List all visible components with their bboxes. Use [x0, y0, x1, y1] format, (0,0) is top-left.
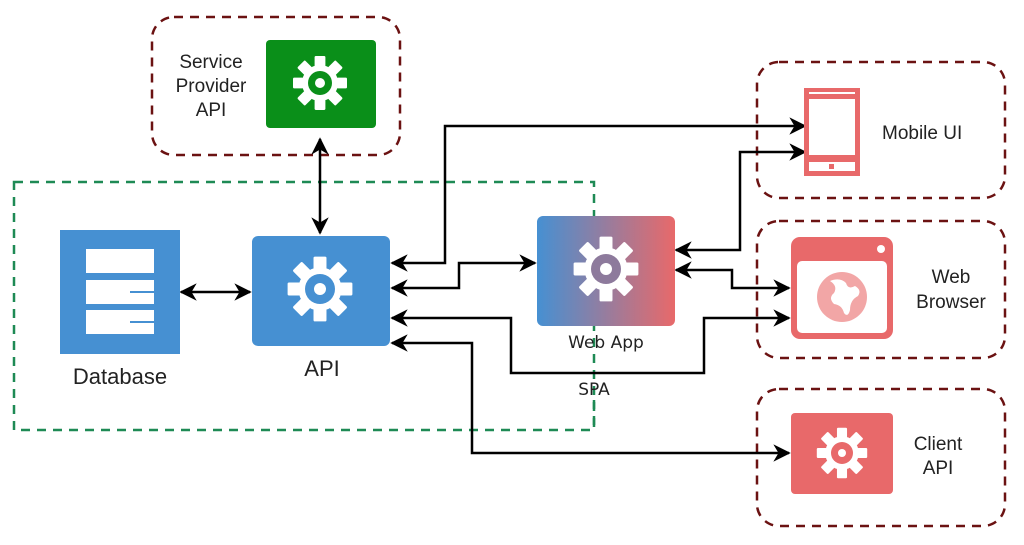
web-app-label: Web App [568, 333, 644, 353]
mobile-ui-node[interactable]: Mobile UI [804, 88, 962, 176]
client-api-group [755, 387, 1007, 528]
web-browser-label-1: Web [932, 267, 971, 288]
mobile-ui-group [755, 60, 1007, 200]
client-api-node[interactable]: Client API [791, 413, 963, 494]
spa-edge-label: SPA [578, 380, 610, 400]
gear-icon [287, 255, 356, 322]
gear-icon [816, 427, 870, 479]
gear-icon [293, 55, 350, 110]
web-browser-node[interactable]: Web Browser [791, 237, 987, 339]
gear-icon [573, 235, 642, 302]
database-label: Database [73, 364, 167, 389]
web-app-node[interactable]: Web App [537, 216, 675, 353]
service-provider-label-3: API [196, 100, 227, 121]
edge-api-web-app [390, 254, 537, 297]
service-provider-group [150, 15, 402, 157]
service-provider-label-1: Service [179, 52, 242, 73]
web-browser-label-2: Browser [916, 292, 986, 313]
service-provider-api-node[interactable]: Service Provider API [176, 40, 376, 128]
client-api-label-1: Client [914, 434, 963, 455]
browser-globe-icon [791, 237, 893, 339]
edge-api-client-api [390, 334, 791, 462]
database-icon [86, 249, 154, 334]
api-node[interactable]: API [252, 236, 390, 381]
mobile-phone-icon [804, 88, 860, 176]
edge-web-app-web-browser [674, 261, 791, 297]
api-label: API [304, 356, 339, 381]
edge-web-app-mobile-ui [674, 143, 807, 259]
service-provider-label-2: Provider [176, 76, 247, 97]
web-browser-group [755, 219, 1007, 360]
database-node[interactable]: Database [60, 230, 180, 389]
client-api-label-2: API [923, 458, 954, 479]
mobile-ui-label: Mobile UI [882, 123, 962, 144]
